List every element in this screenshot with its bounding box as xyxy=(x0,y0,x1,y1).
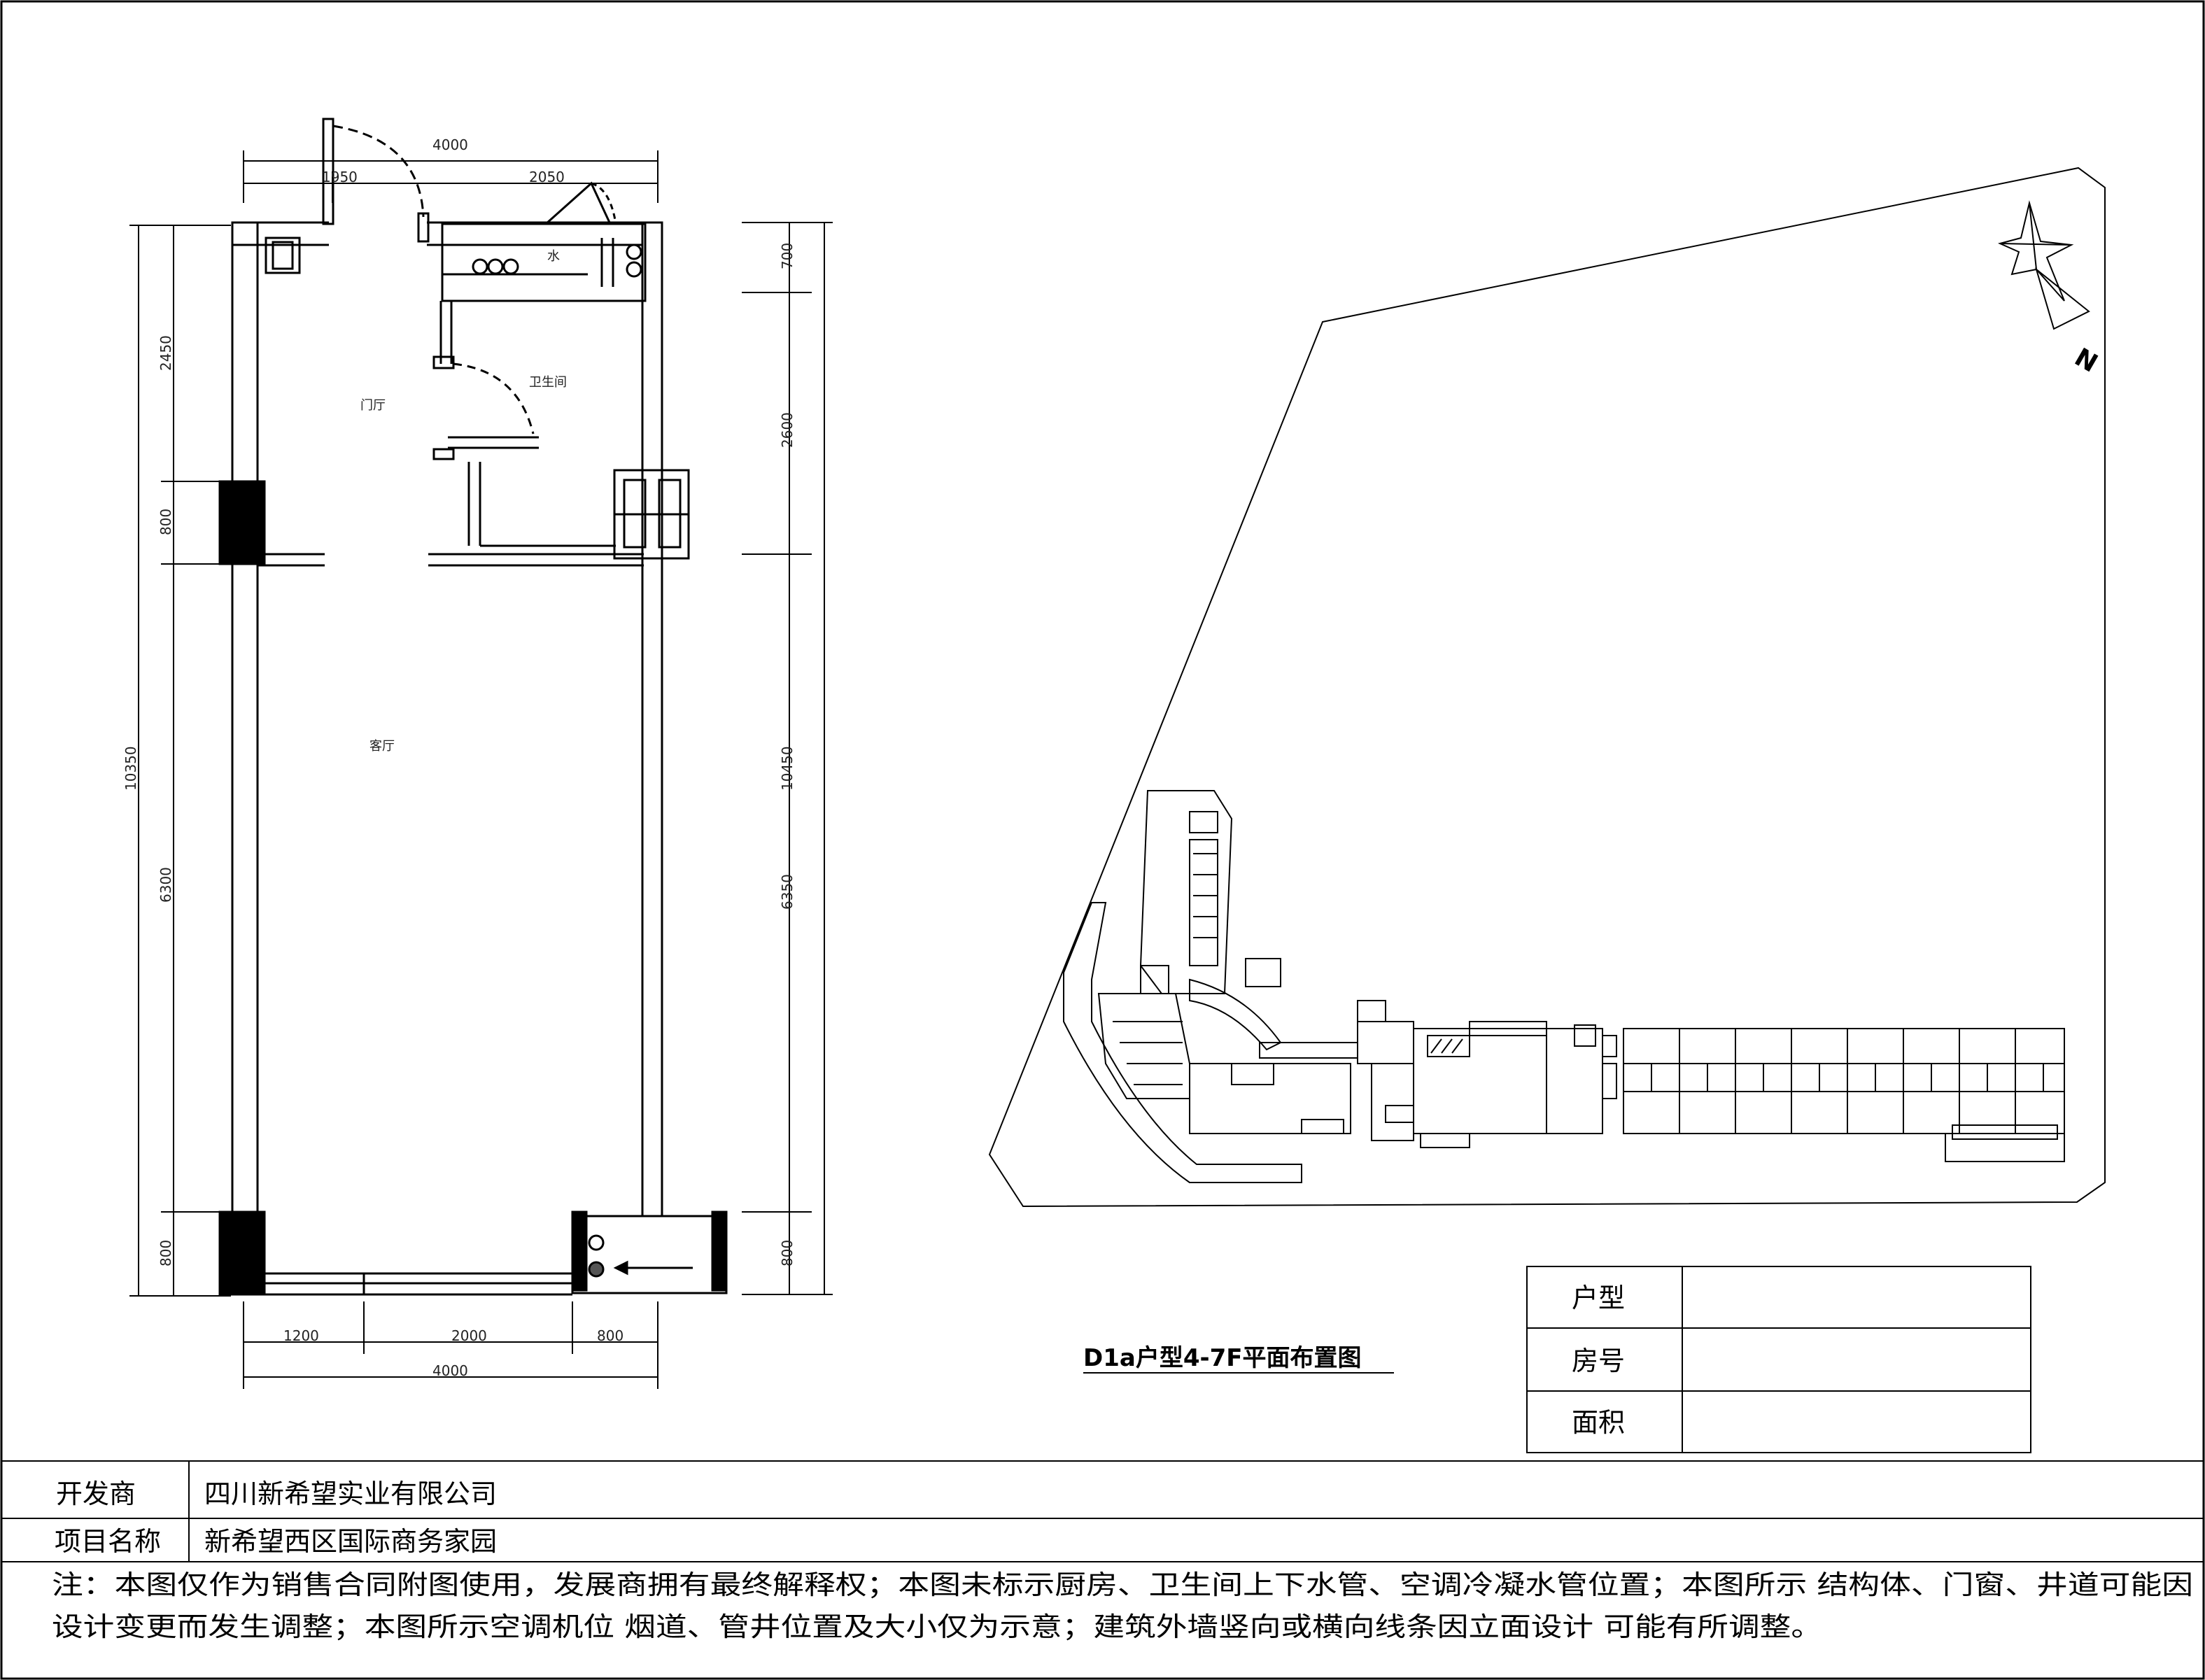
footer-project-label: 项目名称 xyxy=(55,1526,161,1557)
info-label-area: 面积 xyxy=(1572,1407,1625,1438)
footer-developer-label: 开发商 xyxy=(56,1478,136,1509)
site-plan xyxy=(988,167,2106,1208)
dim-right-d1: 700 xyxy=(779,243,796,269)
west-wall xyxy=(231,221,259,1296)
footer-project-value: 新希望西区国际商务家园 xyxy=(204,1526,497,1557)
column-bottom-left xyxy=(218,1210,266,1296)
dim-top-right: 2050 xyxy=(529,169,565,185)
dim-right-d2: 2600 xyxy=(779,412,796,448)
dim-bottom-b: 2000 xyxy=(451,1327,487,1344)
room-label-foyer: 门厅 xyxy=(360,398,386,413)
dim-bottom-a: 1200 xyxy=(283,1327,319,1344)
dim-left-d2: 800 xyxy=(157,509,174,535)
info-label-room: 房号 xyxy=(1572,1346,1625,1376)
dim-top-left: 1950 xyxy=(322,169,358,185)
info-label-type: 户型 xyxy=(1572,1283,1625,1313)
east-wall xyxy=(641,221,663,1217)
drawing-title: D1a户型4-7F平面布置图 xyxy=(1083,1344,1361,1372)
residential-block xyxy=(1623,1028,2065,1134)
footer-developer-value: 四川新希望实业有限公司 xyxy=(204,1478,497,1509)
north-arrow-icon xyxy=(1998,200,2090,330)
dim-right-overall: 10450 xyxy=(779,746,796,791)
column-mid-left xyxy=(218,480,266,565)
dim-top-overall: 4000 xyxy=(432,136,468,153)
dim-left-d3: 6300 xyxy=(157,867,174,903)
site-boundary xyxy=(988,167,2106,1208)
dim-right-d4: 800 xyxy=(779,1240,796,1266)
info-table xyxy=(1526,1266,2031,1453)
dim-left-overall: 10350 xyxy=(122,746,139,791)
north-label: N xyxy=(2070,343,2103,379)
footer-table xyxy=(1,1460,2204,1562)
ac-unit-bay xyxy=(571,1215,728,1294)
room-label-living: 客厅 xyxy=(369,739,395,754)
kitchen-counter xyxy=(441,223,647,302)
footer-note-line1: 注：本图仅作为销售合同附图使用，发展商拥有最终解释权；本图未标示厨房、卫生间上下… xyxy=(52,1569,2193,1600)
dimension-lines xyxy=(129,150,833,1389)
dim-right-d3: 6350 xyxy=(779,874,796,910)
room-label-water: 水 xyxy=(547,249,560,264)
dim-left-d1: 2450 xyxy=(157,335,174,371)
floor-plan xyxy=(218,118,728,1296)
dim-bottom-c: 800 xyxy=(597,1327,624,1344)
dim-left-d4: 800 xyxy=(157,1240,174,1266)
footer-note-line2: 设计变更而发生调整；本图所示空调机位 烟道、管井位置及大小仅为示意；建筑外墙竖向… xyxy=(52,1611,1822,1642)
room-label-bathroom: 卫生间 xyxy=(529,375,567,390)
dim-bottom-overall: 4000 xyxy=(432,1362,468,1379)
